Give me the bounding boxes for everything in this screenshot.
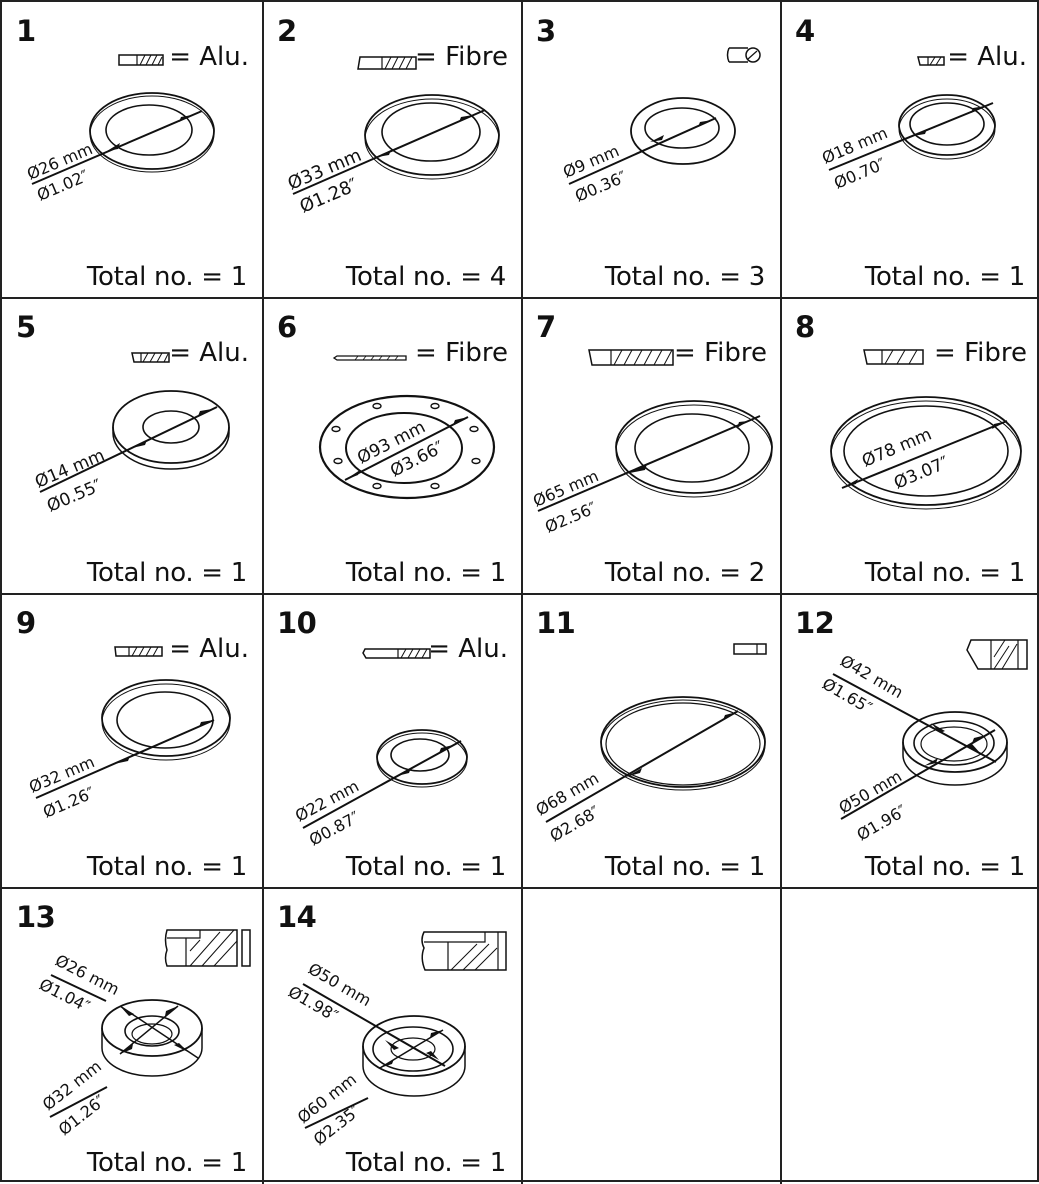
washer-drawing-icon: Ø65 mm Ø2.56″: [530, 349, 773, 537]
grid-divider: [2, 593, 1039, 595]
total-count: Total no. = 1: [864, 558, 1025, 588]
profile-section-icon: [131, 352, 170, 363]
profile-section-icon: [966, 639, 1028, 670]
washer-drawing-icon: Ø14 mm Ø0.55″: [32, 352, 230, 517]
empty-cell: [522, 888, 781, 1184]
total-count: Total no. = 1: [86, 852, 247, 882]
profile-section-icon: [863, 349, 924, 365]
total-count: Total no. = 1: [604, 852, 765, 882]
part-number: 13: [16, 900, 56, 934]
part-cell-4: Ø18 mm Ø0.70″ 4 = Alu. Total no. = 1: [781, 2, 1039, 298]
profile-section-icon: [733, 643, 767, 655]
part-number: 8: [795, 310, 815, 344]
part-number: 1: [16, 14, 36, 48]
part-number: 14: [277, 900, 317, 934]
profile-section-icon: [332, 355, 407, 361]
total-count: Total no. = 1: [345, 852, 506, 882]
part-number: 10: [277, 606, 317, 640]
material-label: = Fibre: [934, 338, 1027, 368]
profile-section-icon: [726, 47, 761, 63]
grooved-nut-ring-drawing-icon: Ø50 mm Ø1.98″ Ø60 mm Ø2.35″: [285, 931, 507, 1149]
empty-cell: [781, 888, 1039, 1184]
part-cell-5: Ø14 mm Ø0.55″ 5 = Alu. Total no. = 1: [2, 298, 263, 594]
part-number: 12: [795, 606, 835, 640]
part-number: 2: [277, 14, 297, 48]
material-label: = Alu.: [169, 42, 249, 72]
part-cell-8: Ø78 mm Ø3.07″ 8 = Fibre Total no. = 1: [781, 298, 1039, 594]
grid-divider: [2, 887, 1039, 889]
grid-divider: [2, 297, 1039, 299]
material-label: = Alu.: [169, 634, 249, 664]
part-number: 4: [795, 14, 815, 48]
profile-section-icon: [917, 56, 945, 66]
part-cell-10: Ø22 mm Ø0.87″ 10 = Alu. Total no. = 1: [263, 594, 522, 888]
part-number: 5: [16, 310, 36, 344]
material-label: = Fibre: [415, 42, 508, 72]
part-number: 3: [536, 14, 556, 48]
total-count: Total no. = 1: [345, 1148, 506, 1178]
grooved-nut-ring-drawing-icon: Ø26 mm Ø1.04″ Ø32 mm Ø1.26″: [36, 929, 251, 1139]
washer-drawing-icon: Ø18 mm Ø0.70″: [819, 56, 996, 193]
washer-drawing-icon: Ø22 mm Ø0.87″: [292, 648, 468, 850]
svg-text:Ø3.07″: Ø3.07″: [891, 453, 952, 494]
o-ring-drawing-icon: Ø9 mm Ø0.36″: [560, 47, 761, 206]
part-cell-9: Ø32 mm Ø1.26″ 9 = Alu. Total no. = 1: [2, 594, 263, 888]
grooved-nut-ring-drawing-icon: Ø42 mm Ø1.65″ Ø50 mm Ø1.96″: [819, 639, 1028, 844]
profile-section-icon: [421, 931, 507, 971]
total-count: Total no. = 1: [864, 852, 1025, 882]
part-cell-2: Ø33 mm Ø1.28″ 2 = Fibre Total no. = 4: [263, 2, 522, 298]
material-label: = Fibre: [674, 338, 767, 368]
total-count: Total no. = 1: [345, 558, 506, 588]
profile-section-icon: [164, 929, 251, 967]
material-label: = Alu.: [428, 634, 508, 664]
profile-section-icon: [588, 349, 674, 366]
total-count: Total no. = 4: [345, 262, 506, 292]
total-count: Total no. = 1: [86, 1148, 247, 1178]
profile-section-icon: [118, 54, 164, 66]
material-label: = Alu.: [169, 338, 249, 368]
washer-drawing-icon: Ø78 mm Ø3.07″: [830, 349, 1022, 510]
washer-drawing-icon: Ø26 mm Ø1.02″: [24, 54, 215, 205]
profile-section-icon: [362, 648, 431, 659]
washer-drawing-icon: Ø33 mm Ø1.28″: [285, 56, 500, 218]
total-count: Total no. = 2: [604, 558, 765, 588]
part-number: 9: [16, 606, 36, 640]
part-number: 6: [277, 310, 297, 344]
part-cell-1: Ø26 mm Ø1.02″ 1 = Alu. Total no. = 1: [2, 2, 263, 298]
part-cell-11: Ø68 mm Ø2.68″ 11 Total no. = 1: [522, 594, 781, 888]
part-cell-3: Ø9 mm Ø0.36″ 3 Total no. = 3: [522, 2, 781, 298]
square-ring-drawing-icon: Ø68 mm Ø2.68″: [533, 643, 767, 845]
part-number: 11: [536, 606, 576, 640]
part-cell-14: Ø50 mm Ø1.98″ Ø60 mm Ø2.35″ 14 Total no.…: [263, 888, 522, 1184]
part-number: 7: [536, 310, 556, 344]
washer-drawing-icon: Ø32 mm Ø1.26″: [26, 646, 231, 822]
part-cell-7: Ø65 mm Ø2.56″ 7 = Fibre Total no. = 2: [522, 298, 781, 594]
flange-gasket-drawing-icon: Ø93 mm Ø3.66″: [318, 355, 496, 500]
total-count: Total no. = 1: [86, 262, 247, 292]
part-cell-6: Ø93 mm Ø3.66″ 6 = Fibre Total no. = 1: [263, 298, 522, 594]
profile-section-icon: [114, 646, 163, 657]
total-count: Total no. = 1: [864, 262, 1025, 292]
material-label: = Fibre: [415, 338, 508, 368]
material-label: = Alu.: [947, 42, 1027, 72]
profile-section-icon: [357, 56, 417, 70]
part-cell-13: Ø26 mm Ø1.04″ Ø32 mm Ø1.26″ 13 Total no.…: [2, 888, 263, 1184]
total-count: Total no. = 3: [604, 262, 765, 292]
part-cell-12: Ø42 mm Ø1.65″ Ø50 mm Ø1.96″ 12 Total no.…: [781, 594, 1039, 888]
total-count: Total no. = 1: [86, 558, 247, 588]
